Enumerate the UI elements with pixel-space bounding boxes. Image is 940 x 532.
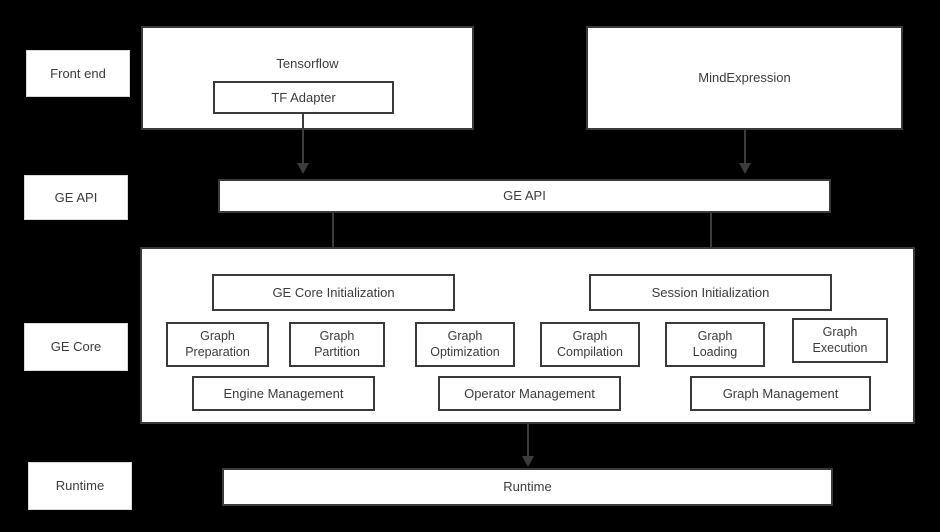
layer-label-runtime: Runtime	[28, 462, 132, 510]
graph-compilation-box: Graph Compilation	[540, 322, 640, 367]
graph-loading-box: Graph Loading	[665, 322, 765, 367]
graph-management-box: Graph Management	[690, 376, 871, 411]
graph-preparation-box: Graph Preparation	[166, 322, 269, 367]
session-initialization-box: Session Initialization	[589, 274, 832, 311]
graph-execution-box: Graph Execution	[792, 318, 888, 363]
connector-ge-api-to-ge-core-init-line	[332, 213, 334, 271]
ge-api-bar: GE API	[218, 179, 831, 213]
graph-partition-box: Graph Partition	[289, 322, 385, 367]
connector-mindexpression-to-ge-api-arrow	[739, 163, 751, 174]
connector-tf-adapter-to-ge-api-arrow	[297, 163, 309, 174]
connector-tf-adapter-to-ge-api-line	[302, 114, 304, 166]
layer-label-ge-core: GE Core	[24, 323, 128, 371]
connector-ge-api-to-session-init-line	[710, 213, 712, 271]
connector-mindexpression-to-ge-api-line	[744, 130, 746, 166]
operator-management-box: Operator Management	[438, 376, 621, 411]
graph-optimization-box: Graph Optimization	[415, 322, 515, 367]
engine-management-box: Engine Management	[192, 376, 375, 411]
runtime-bar: Runtime	[222, 468, 833, 506]
ge-core-initialization-box: GE Core Initialization	[212, 274, 455, 311]
layer-label-front-end: Front end	[26, 50, 130, 97]
mindexpression-box: MindExpression	[586, 26, 903, 130]
tf-adapter-box: TF Adapter	[213, 81, 394, 114]
tensorflow-group: Tensorflow	[141, 26, 474, 130]
connector-ge-core-to-runtime-line	[527, 424, 529, 462]
connector-ge-core-to-runtime-arrow	[522, 456, 534, 467]
layer-label-ge-api: GE API	[24, 175, 128, 220]
